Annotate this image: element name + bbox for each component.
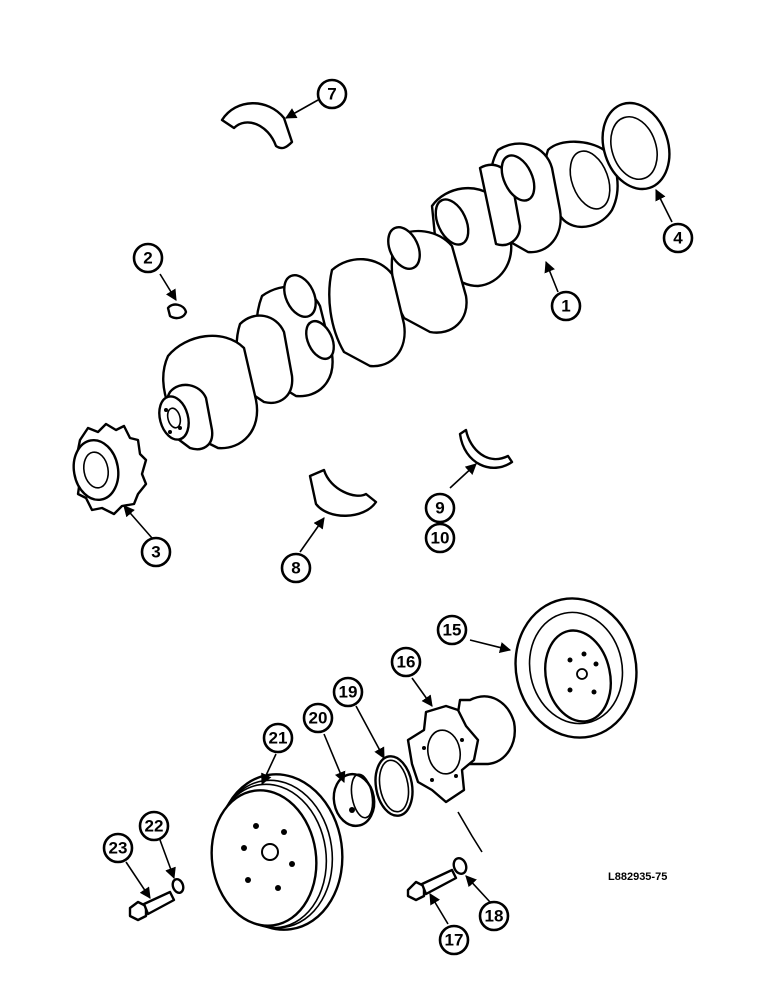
- hub-bolt-washer: [452, 857, 468, 875]
- lower-bearing-shell: [308, 468, 378, 517]
- o-ring: [374, 755, 414, 817]
- callout-20: 20: [302, 702, 334, 734]
- svg-text:1: 1: [561, 297, 570, 316]
- svg-text:16: 16: [397, 653, 416, 672]
- callout-21: 21: [262, 722, 294, 754]
- callout-4: 4: [662, 222, 694, 254]
- svg-text:15: 15: [443, 621, 462, 640]
- callout-9: 9: [424, 492, 456, 524]
- svg-text:17: 17: [445, 931, 464, 950]
- callout-23: 23: [102, 832, 134, 864]
- callout-18: 18: [478, 900, 510, 932]
- upper-bearing-shell: [220, 102, 294, 150]
- pulley-hub: [406, 695, 516, 804]
- hub-bolt: [406, 868, 458, 902]
- svg-text:9: 9: [435, 499, 444, 518]
- svg-text:23: 23: [109, 839, 128, 858]
- drawing-reference-code: L882935-75: [608, 871, 667, 883]
- callout-3: 3: [140, 536, 172, 568]
- callout-19: 19: [332, 676, 364, 708]
- callout-16: 16: [390, 646, 422, 678]
- svg-text:19: 19: [339, 683, 358, 702]
- pulley-bolt: [128, 890, 176, 922]
- crankshaft-gear: [72, 422, 148, 516]
- svg-text:22: 22: [145, 817, 164, 836]
- vibration-damper: [514, 597, 638, 739]
- woodruff-key: [166, 303, 188, 320]
- svg-text:3: 3: [151, 543, 160, 562]
- svg-text:2: 2: [143, 249, 152, 268]
- crankshaft-pulley: [210, 773, 344, 931]
- callout-8: 8: [280, 552, 312, 584]
- callout-1: 1: [550, 290, 582, 322]
- callout-10: 10: [424, 522, 456, 554]
- svg-text:7: 7: [327, 85, 336, 104]
- svg-text:18: 18: [485, 907, 504, 926]
- callout-17: 17: [438, 924, 470, 956]
- svg-text:10: 10: [431, 529, 450, 548]
- callout-7: 7: [316, 78, 348, 110]
- leader-lines: [123, 99, 673, 925]
- spacer: [332, 772, 376, 828]
- callout-22: 22: [138, 810, 170, 842]
- pulley-bolt-washer: [171, 878, 185, 894]
- svg-text:8: 8: [291, 559, 300, 578]
- callout-15: 15: [436, 614, 468, 646]
- svg-text:20: 20: [309, 709, 328, 728]
- rear-oil-seal: [601, 101, 671, 191]
- svg-text:21: 21: [269, 729, 288, 748]
- callout-2: 2: [132, 242, 164, 274]
- crankshaft: [158, 140, 619, 451]
- thrust-washer: [458, 428, 514, 469]
- svg-text:4: 4: [673, 229, 683, 248]
